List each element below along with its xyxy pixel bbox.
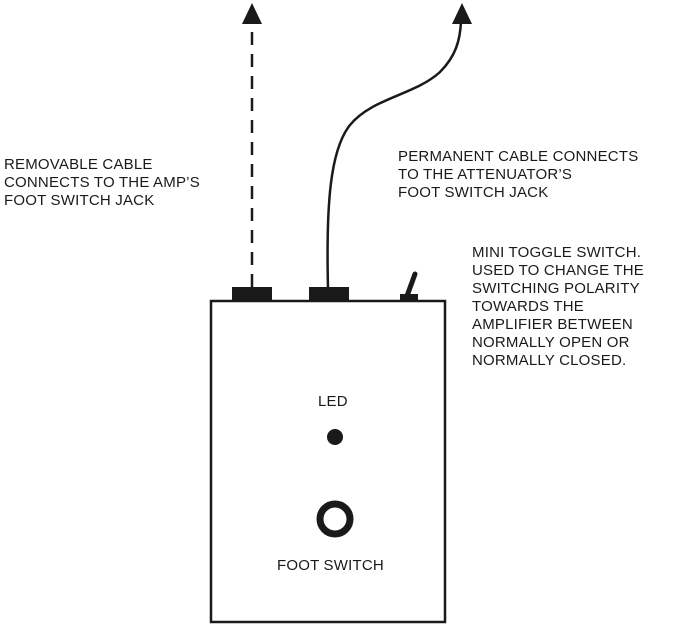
removable-cable-label: REMOVABLE CABLE CONNECTS TO THE AMP’S FO…	[4, 156, 200, 210]
permanent-cable-line	[326, 21, 463, 289]
removable-cable-jack	[232, 287, 272, 301]
toggle-switch-label-line: MINI TOGGLE SWITCH.	[472, 244, 642, 261]
toggle-switch-label: MINI TOGGLE SWITCH. USED TO CHANGE THE S…	[472, 244, 644, 370]
toggle-switch-base	[400, 294, 418, 302]
permanent-cable-jack	[309, 287, 349, 301]
toggle-switch-label-line: USED TO CHANGE THE	[472, 262, 644, 279]
led-label: LED	[318, 393, 348, 410]
enclosure-box	[209, 299, 447, 624]
removable-cable-arrowhead	[242, 3, 262, 24]
toggle-switch-label-line: NORMALLY OPEN OR	[472, 334, 630, 351]
permanent-cable-label: PERMANENT CABLE CONNECTS TO THE ATTENUAT…	[398, 148, 638, 202]
permanent-cable-label-line: FOOT SWITCH JACK	[398, 184, 549, 201]
toggle-switch-lever	[404, 271, 418, 299]
led-indicator	[327, 429, 343, 445]
toggle-switch-label-line: NORMALLY CLOSED.	[472, 352, 627, 369]
permanent-cable-label-line: PERMANENT CABLE CONNECTS	[398, 148, 639, 165]
removable-cable-label-line: REMOVABLE CABLE	[4, 156, 153, 173]
removable-cable-label-line: CONNECTS TO THE AMP’S	[4, 174, 200, 191]
toggle-switch-label-line: SWITCHING POLARITY	[472, 280, 640, 297]
toggle-switch-label-line: AMPLIFIER BETWEEN	[472, 316, 633, 333]
foot-switch-label: FOOT SWITCH	[277, 557, 384, 574]
foot-switch-button	[316, 500, 354, 538]
removable-cable-label-line: FOOT SWITCH JACK	[4, 192, 155, 209]
permanent-cable-arrowhead	[452, 3, 472, 24]
permanent-cable-label-line: TO THE ATTENUATOR’S	[398, 166, 573, 183]
toggle-switch-label-line: TOWARDS THE	[472, 298, 584, 315]
